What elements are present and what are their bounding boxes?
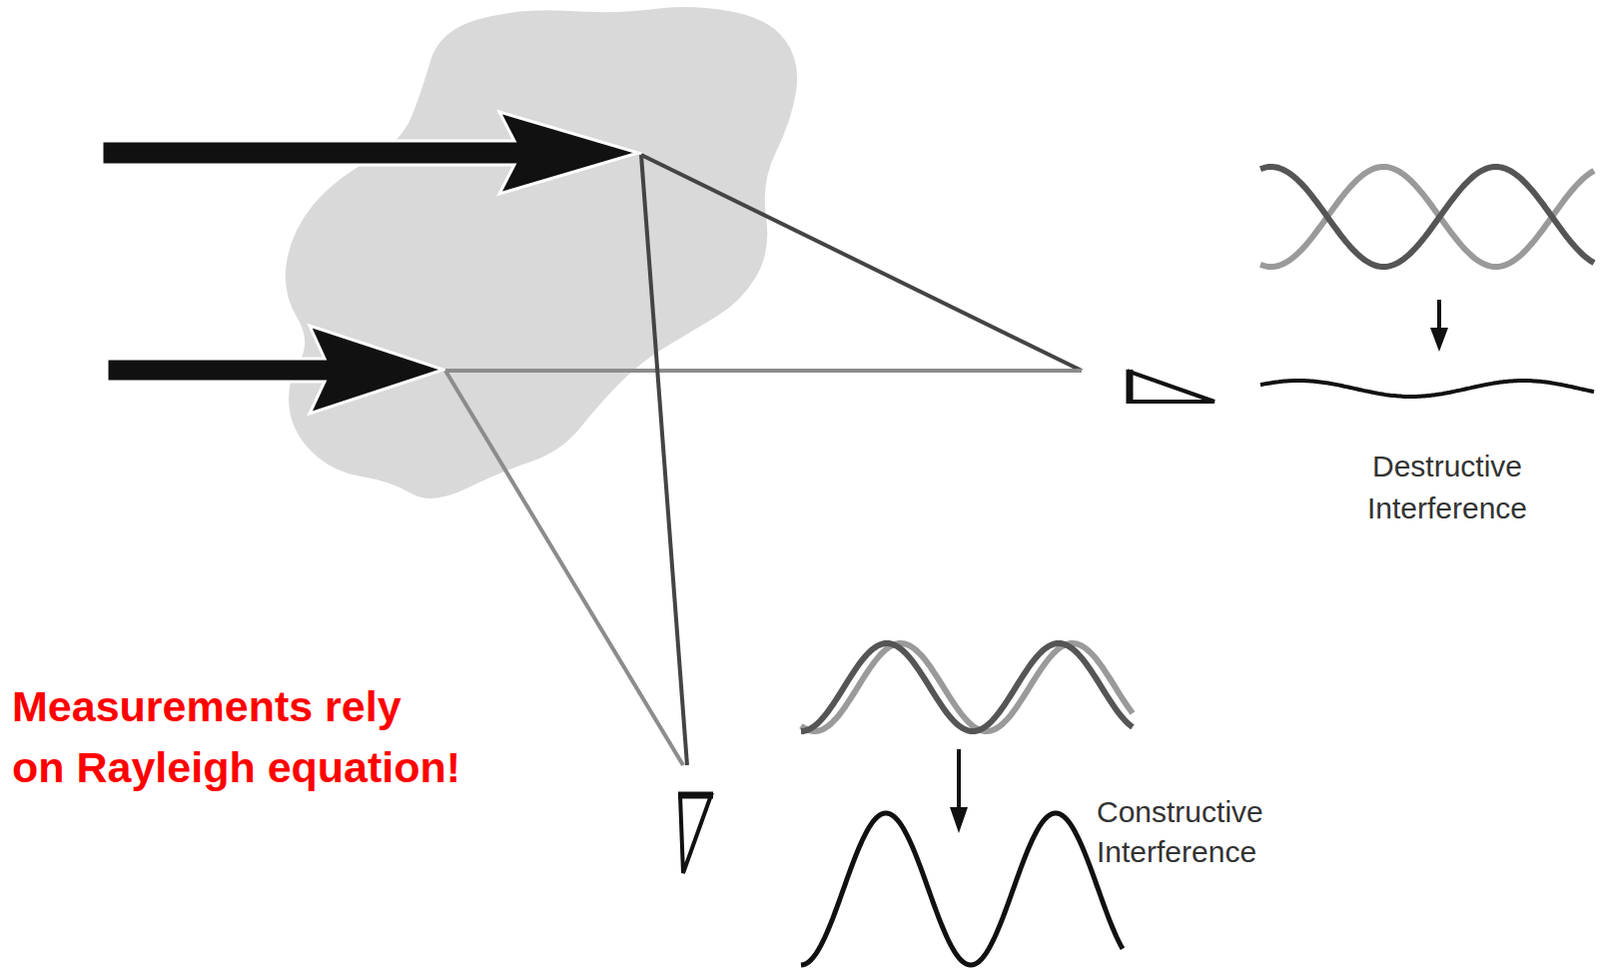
down-arrow — [1437, 299, 1442, 332]
wave-caption: Destructive Interference — [1332, 445, 1563, 530]
scatter-ray — [641, 154, 1082, 371]
note-text: Measurements rely on Rayleigh equation! — [11, 676, 463, 799]
detector-eye — [680, 795, 712, 873]
detector-eye — [678, 792, 714, 800]
down-arrow — [956, 749, 961, 811]
wave — [800, 643, 1133, 732]
particle-blob — [285, 6, 798, 499]
wave — [1260, 166, 1595, 267]
resultant-wave — [800, 812, 1123, 965]
wave — [800, 643, 1133, 732]
resultant-wave — [1260, 380, 1595, 397]
scatter-ray — [445, 370, 684, 766]
down-arrow — [949, 806, 968, 833]
detector-eye — [1129, 371, 1215, 402]
scatter-ray — [641, 154, 688, 766]
wave-caption: Constructive Interference — [1096, 792, 1327, 872]
detector-eye — [1126, 369, 1134, 404]
scatter-ray — [445, 368, 1082, 373]
incident-arrow — [101, 111, 639, 194]
incident-arrow — [106, 325, 444, 414]
wave — [1260, 166, 1595, 267]
down-arrow — [1430, 327, 1449, 352]
